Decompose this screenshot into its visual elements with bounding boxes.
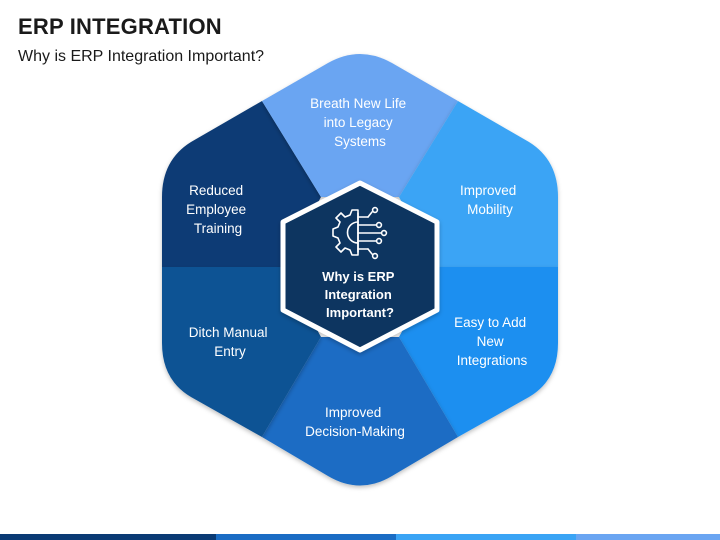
segment-line: Easy to Add [454, 315, 526, 330]
segment-line: Breath New Life [310, 96, 406, 111]
footer-stripe [396, 534, 576, 540]
segment-top-label: Breath New Life into Legacy Systems [310, 96, 410, 149]
gear-circuit-icon [332, 206, 388, 260]
footer-stripe [0, 534, 216, 540]
segment-upper-right-label: Improved Mobility [460, 183, 520, 217]
segment-lower-left-label: Ditch Manual Entry [189, 325, 272, 359]
segment-bottom-label: Improved Decision-Making [305, 405, 405, 439]
segment-line: Improved [460, 183, 516, 198]
center-line: Important? [326, 305, 394, 320]
segment-line: Decision-Making [305, 424, 405, 439]
segment-line: Ditch Manual [189, 325, 268, 340]
center-label: Why is ERP Integration Important? [322, 269, 398, 320]
segment-line: Integrations [457, 353, 528, 368]
segment-line: Entry [214, 344, 246, 359]
segment-line: Systems [334, 134, 386, 149]
segment-line: Mobility [467, 202, 513, 217]
segment-line: New [477, 334, 504, 349]
segment-line: Training [194, 221, 242, 236]
page-subtitle: Why is ERP Integration Important? [18, 48, 265, 65]
center-line: Integration [325, 287, 392, 302]
footer-stripe [576, 534, 720, 540]
center-line: Why is ERP [322, 269, 395, 284]
footer-color-bar [0, 534, 720, 540]
segment-upper-left-label: Reduced Employee Training [186, 183, 250, 236]
segment-line: Reduced [189, 183, 243, 198]
segment-line: into Legacy [324, 115, 393, 130]
segment-lower-right-label: Easy to Add New Integrations [454, 315, 530, 368]
segment-top: Breath New Life into Legacy Systems [262, 54, 458, 197]
footer-stripe [216, 534, 396, 540]
page-title: ERP INTEGRATION [18, 14, 222, 39]
center-hexagon: Why is ERP Integration Important? [280, 180, 440, 353]
segment-line: Employee [186, 202, 246, 217]
segment-bottom: Improved Decision-Making [262, 337, 458, 486]
segment-line: Improved [325, 405, 381, 420]
